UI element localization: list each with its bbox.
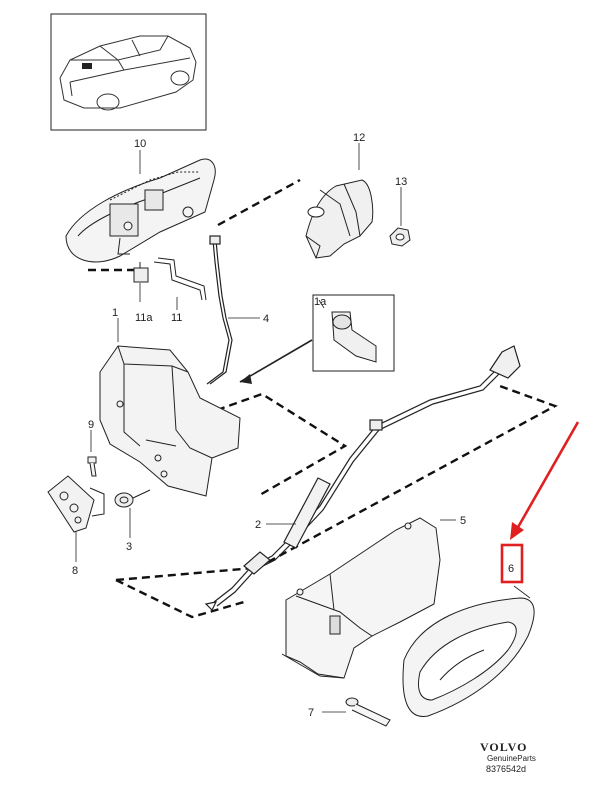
- nut-13: [389, 227, 411, 247]
- detail-inset-1a: [239, 294, 395, 384]
- highlight-box: [500, 543, 524, 584]
- callout-11a: 11a: [135, 312, 153, 324]
- callout-5: 5: [460, 515, 466, 527]
- callout-3: 3: [126, 541, 132, 553]
- highlight-arrow: [510, 421, 580, 540]
- assembly-dashed-lines: [88, 178, 558, 619]
- callout-1: 1: [112, 307, 118, 319]
- striker-bracket: [47, 456, 105, 533]
- door-marker: [82, 63, 92, 69]
- callout-10: 10: [134, 138, 146, 150]
- brand-logo-text: VOLVO: [480, 740, 527, 754]
- callout-6: 6: [508, 563, 514, 575]
- diagram-code: 8376542d: [486, 764, 526, 774]
- car-outline: [59, 35, 197, 111]
- rivet-7: [345, 697, 391, 727]
- callout-2: 2: [255, 519, 261, 531]
- clip-and-rod: [133, 257, 207, 301]
- brand-tagline: GenuineParts: [487, 754, 536, 763]
- callout-1a: 1a: [314, 296, 327, 308]
- callout-9: 9: [88, 419, 94, 431]
- cable-2: [204, 345, 521, 612]
- cover-12: [305, 179, 374, 259]
- rod-4: [206, 235, 233, 385]
- callout-7: 7: [308, 707, 314, 719]
- callout-4: 4: [263, 313, 269, 325]
- callout-8: 8: [72, 565, 78, 577]
- exterior-handle: [65, 158, 216, 263]
- screw-3: [114, 489, 151, 508]
- callout-11: 11: [171, 312, 182, 324]
- callout-12: 12: [353, 132, 365, 144]
- leader-lines: [75, 143, 531, 713]
- interior-handle: [402, 597, 535, 717]
- lock-module: [99, 345, 241, 497]
- callout-13: 13: [395, 176, 407, 188]
- handle-housing: [281, 517, 441, 679]
- vehicle-overview-inset: [50, 13, 207, 131]
